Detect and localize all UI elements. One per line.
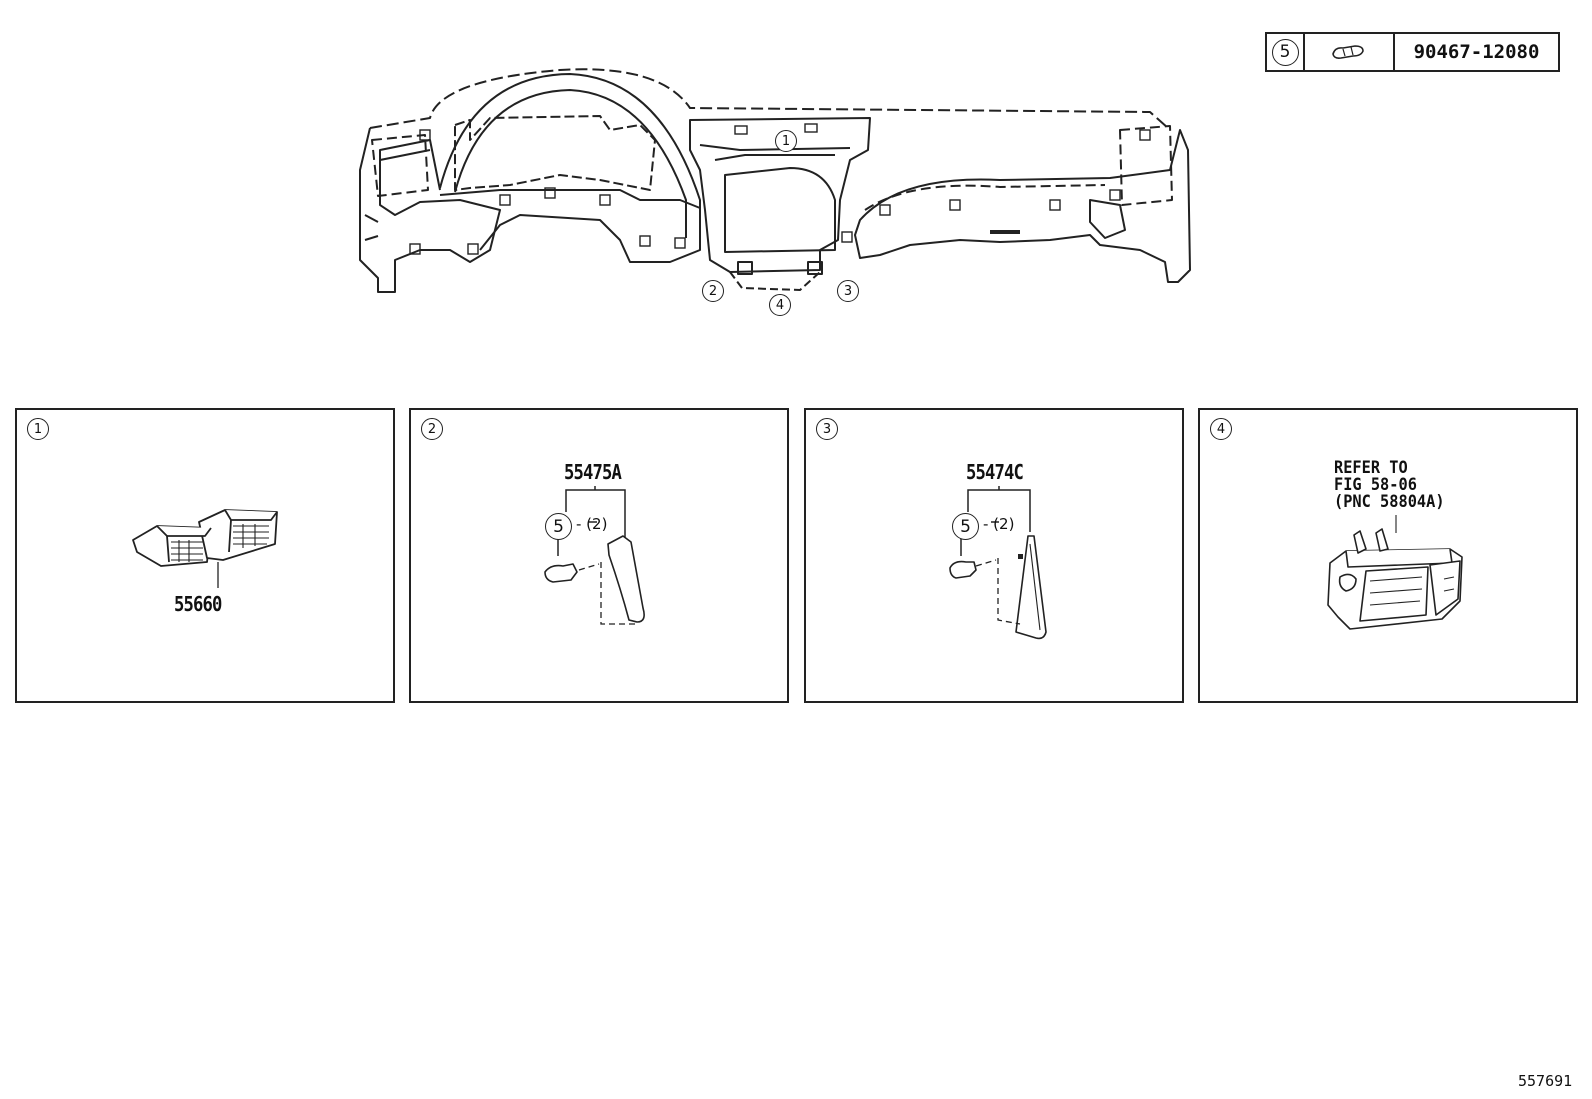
console-box-illustration <box>1327 515 1463 630</box>
part-number-55475A: 55475A <box>564 460 622 484</box>
fastener-quantity: - (2) <box>983 515 1015 533</box>
part-number-55660: 55660 <box>174 592 222 616</box>
center-vent-illustration <box>132 509 278 588</box>
detail-panel-4: 4 REFER TO FIG 58-06 (PNC 58804A) <box>1198 408 1578 703</box>
side-cover-left-illustration <box>544 486 645 625</box>
callout-1: 1 <box>775 130 797 152</box>
callout-4: 4 <box>769 294 791 316</box>
illustration-number: 557691 <box>1518 1072 1573 1090</box>
side-cover-right-illustration <box>949 486 1047 640</box>
refer-to-note: REFER TO FIG 58-06 (PNC 58804A) <box>1334 458 1445 512</box>
fastener-quantity: - (2) <box>576 515 608 533</box>
clip-icon <box>1332 45 1364 59</box>
legend-ref-callout: 5 <box>1271 38 1299 66</box>
panel-1-ref: 1 <box>27 418 49 440</box>
fastener-ref-5: 5 <box>952 513 979 540</box>
detail-panel-1: 1 55660 <box>15 408 395 703</box>
detail-panel-2: 2 55475A 5 - (2) <box>409 408 789 703</box>
fastener-ref-5: 5 <box>545 513 572 540</box>
detail-panel-3: 3 55474C 5 - (2) <box>804 408 1184 703</box>
legend-part-number: 90467-12080 <box>1413 41 1540 63</box>
panel-4-ref: 4 <box>1210 418 1232 440</box>
instrument-panel-assembly-drawing <box>359 68 1191 293</box>
fastener-legend: 5 90467-12080 <box>1265 32 1560 72</box>
panel-3-ref: 3 <box>816 418 838 440</box>
panel-2-ref: 2 <box>421 418 443 440</box>
callout-3: 3 <box>837 280 859 302</box>
callout-2: 2 <box>702 280 724 302</box>
part-number-55474C: 55474C <box>966 460 1024 484</box>
